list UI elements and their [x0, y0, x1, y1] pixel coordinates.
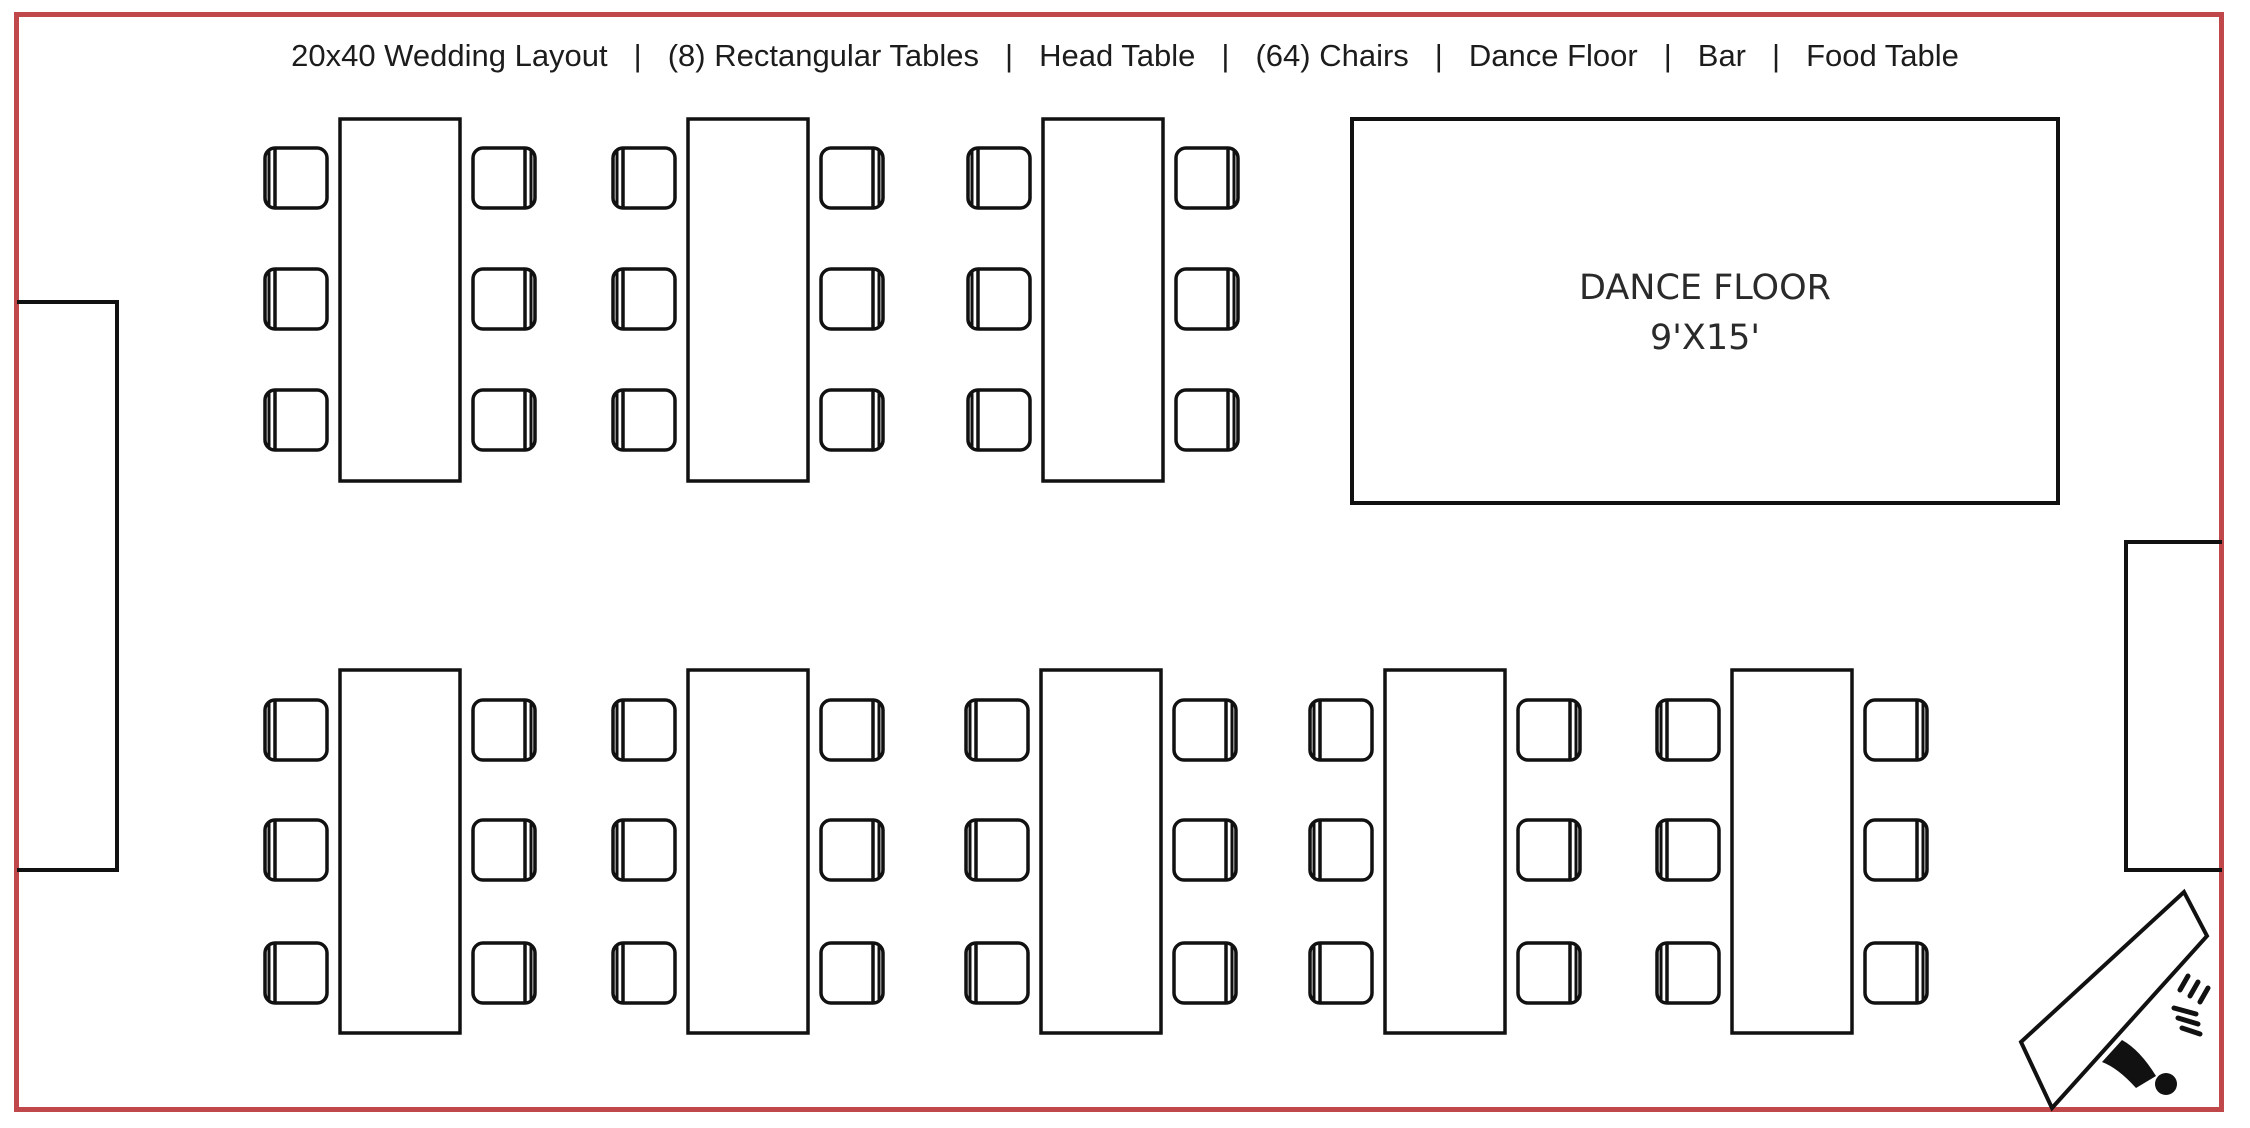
chair: [611, 146, 677, 210]
chair: [819, 941, 885, 1005]
header-separator: |: [1005, 38, 1014, 73]
chair: [263, 267, 329, 331]
dance-floor-size: 9'X15': [1650, 318, 1760, 358]
dance-floor: [1350, 117, 2060, 505]
bar: [2018, 888, 2211, 1112]
rectangular-table: [338, 668, 462, 1035]
rectangular-table: [1730, 668, 1854, 1035]
chair: [471, 267, 537, 331]
header-dance-floor: Dance Floor: [1468, 38, 1638, 73]
chair: [471, 146, 537, 210]
header-separator: |: [1221, 38, 1230, 73]
chair: [263, 941, 329, 1005]
header-bar: Bar: [1697, 38, 1747, 73]
bartender-icon: [2102, 973, 2211, 1095]
chair: [263, 698, 329, 762]
side-table: [2124, 540, 2222, 872]
chair: [471, 388, 537, 452]
chair: [611, 388, 677, 452]
chair: [263, 818, 329, 882]
header-separator: |: [1663, 38, 1672, 73]
chair: [1655, 818, 1721, 882]
rectangular-table: [1039, 668, 1163, 1035]
chair: [964, 941, 1030, 1005]
chair: [1516, 818, 1582, 882]
chair: [819, 388, 885, 452]
header-title: 20x40 Wedding Layout: [291, 38, 608, 73]
chair: [1174, 388, 1240, 452]
chair: [1516, 698, 1582, 762]
chair: [1172, 698, 1238, 762]
chair: [471, 698, 537, 762]
chair: [471, 941, 537, 1005]
chair: [611, 267, 677, 331]
bar-counter: [2018, 888, 2210, 1112]
chair: [1863, 818, 1929, 882]
chair: [1172, 818, 1238, 882]
dance-floor-title: DANCE FLOOR: [1579, 268, 1831, 308]
chair: [1655, 941, 1721, 1005]
chair: [966, 267, 1032, 331]
header-separator: |: [1772, 38, 1781, 73]
chair: [1308, 941, 1374, 1005]
header-chairs: (64) Chairs: [1255, 38, 1409, 73]
chair: [819, 146, 885, 210]
chair: [263, 146, 329, 210]
header-separator: |: [633, 38, 642, 73]
chair: [964, 698, 1030, 762]
chair: [819, 818, 885, 882]
tables-group: [338, 117, 1854, 1035]
chair: [964, 818, 1030, 882]
rectangular-table: [338, 117, 462, 483]
header-rect-tables: (8) Rectangular Tables: [667, 38, 980, 73]
chair: [1308, 698, 1374, 762]
food-table: [17, 300, 119, 872]
chair: [1863, 941, 1929, 1005]
chair: [1863, 698, 1929, 762]
chairs-group: [263, 146, 1929, 1005]
rectangular-table: [686, 668, 810, 1035]
chair: [1174, 267, 1240, 331]
layout-header: 20x40 Wedding Layout | (8) Rectangular Tab…: [0, 38, 2250, 74]
chair: [1308, 818, 1374, 882]
chair: [611, 941, 677, 1005]
rectangular-table: [686, 117, 810, 483]
chair: [1174, 146, 1240, 210]
head-table: [1041, 117, 1165, 483]
chair: [611, 698, 677, 762]
chair: [1172, 941, 1238, 1005]
venue-boundary: [14, 12, 2224, 1112]
rectangular-table: [1383, 668, 1507, 1035]
header-food-table: Food Table: [1806, 38, 1959, 73]
chair: [819, 267, 885, 331]
chair: [966, 388, 1032, 452]
header-head-table: Head Table: [1039, 38, 1196, 73]
chair: [819, 698, 885, 762]
chair: [611, 818, 677, 882]
chair: [471, 818, 537, 882]
chair: [1516, 941, 1582, 1005]
chair: [1655, 698, 1721, 762]
header-separator: |: [1434, 38, 1443, 73]
chair: [263, 388, 329, 452]
chair: [966, 146, 1032, 210]
